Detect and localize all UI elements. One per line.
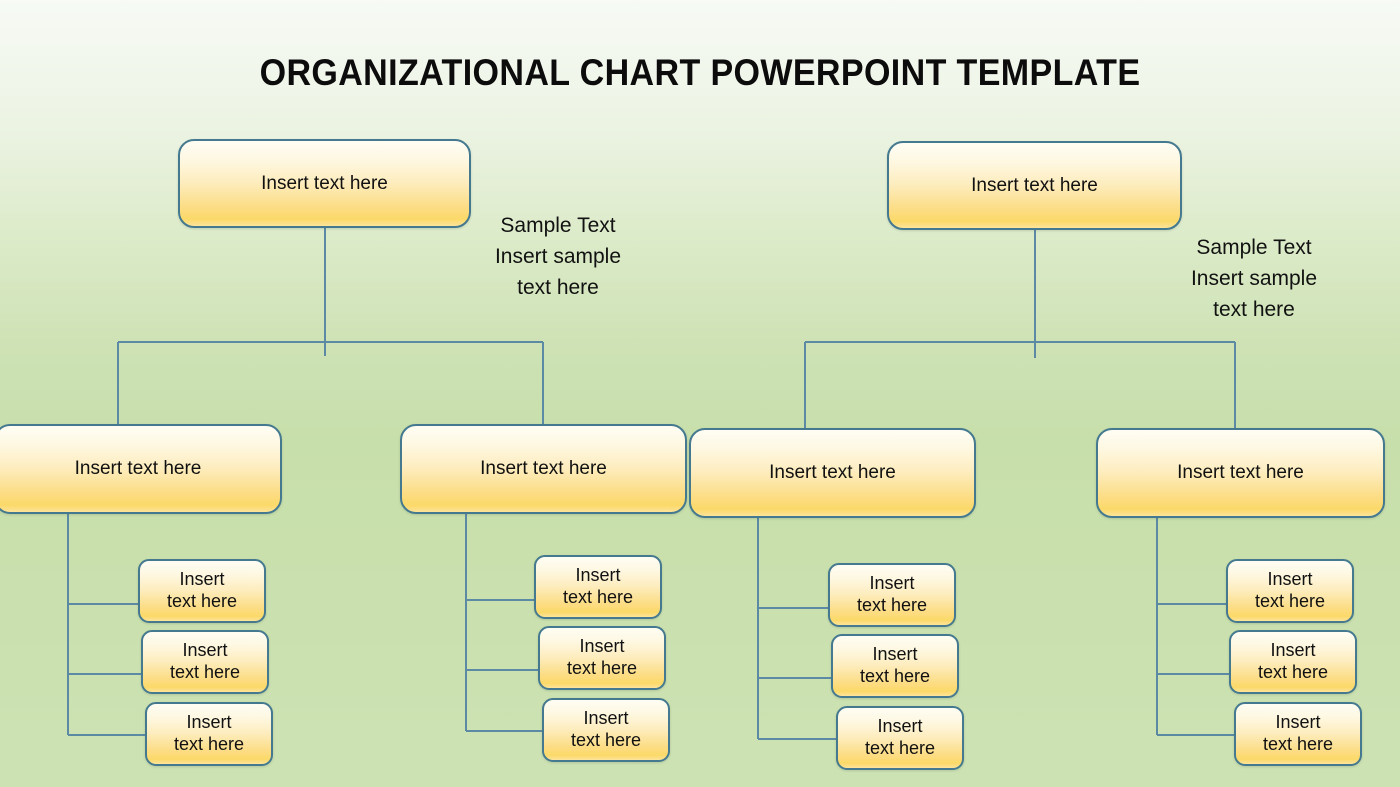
node-leaf-c2[interactable]: Insert text here: [831, 634, 959, 698]
node-label: Insert text here: [1262, 712, 1334, 754]
page-title: ORGANIZATIONAL CHART POWERPOINT TEMPLATE: [259, 52, 1141, 93]
node-label: Insert text here: [169, 640, 241, 682]
node-label: Insert text here: [570, 708, 642, 750]
node-label: Insert text here: [859, 644, 931, 686]
node-leaf-b2[interactable]: Insert text here: [538, 626, 666, 690]
node-leaf-a2[interactable]: Insert text here: [141, 630, 269, 694]
node-label: Insert text here: [856, 573, 928, 615]
node-leaf-a3[interactable]: Insert text here: [145, 702, 273, 766]
node-label: Insert text here: [566, 636, 638, 678]
node-label: Insert text here: [166, 569, 238, 611]
node-label: Insert text here: [261, 172, 388, 194]
node-label: Insert text here: [971, 174, 1098, 196]
node-leaf-b3[interactable]: Insert text here: [542, 698, 670, 762]
node-label: Insert text here: [480, 458, 607, 480]
node-leaf-d2[interactable]: Insert text here: [1229, 630, 1357, 694]
node-leaf-d1[interactable]: Insert text here: [1226, 559, 1354, 623]
node-label: Insert text here: [173, 712, 245, 754]
node-leaf-a1[interactable]: Insert text here: [138, 559, 266, 623]
node-level2-a[interactable]: Insert text here: [0, 424, 282, 514]
node-level2-b[interactable]: Insert text here: [400, 424, 687, 514]
node-label: Insert text here: [562, 565, 634, 607]
node-leaf-d3[interactable]: Insert text here: [1234, 702, 1362, 766]
annotation-note-right: Sample Text Insert sample text here: [1190, 236, 1318, 322]
node-label: Insert text here: [74, 458, 202, 480]
node-level1-right[interactable]: Insert text here: [887, 141, 1182, 230]
node-leaf-c3[interactable]: Insert text here: [836, 706, 964, 770]
node-leaf-b1[interactable]: Insert text here: [534, 555, 662, 619]
node-level2-c[interactable]: Insert text here: [689, 428, 976, 518]
node-level2-d[interactable]: Insert text here: [1096, 428, 1385, 518]
node-label: Insert text here: [864, 716, 936, 758]
node-level1-left[interactable]: Insert text here: [178, 139, 471, 228]
annotation-note-left: Sample Text Insert sample text here: [494, 214, 622, 300]
node-leaf-c1[interactable]: Insert text here: [828, 563, 956, 627]
node-label: Insert text here: [769, 462, 896, 484]
node-label: Insert text here: [1254, 569, 1326, 611]
node-label: Insert text here: [1257, 640, 1329, 682]
node-label: Insert text here: [1177, 462, 1304, 484]
